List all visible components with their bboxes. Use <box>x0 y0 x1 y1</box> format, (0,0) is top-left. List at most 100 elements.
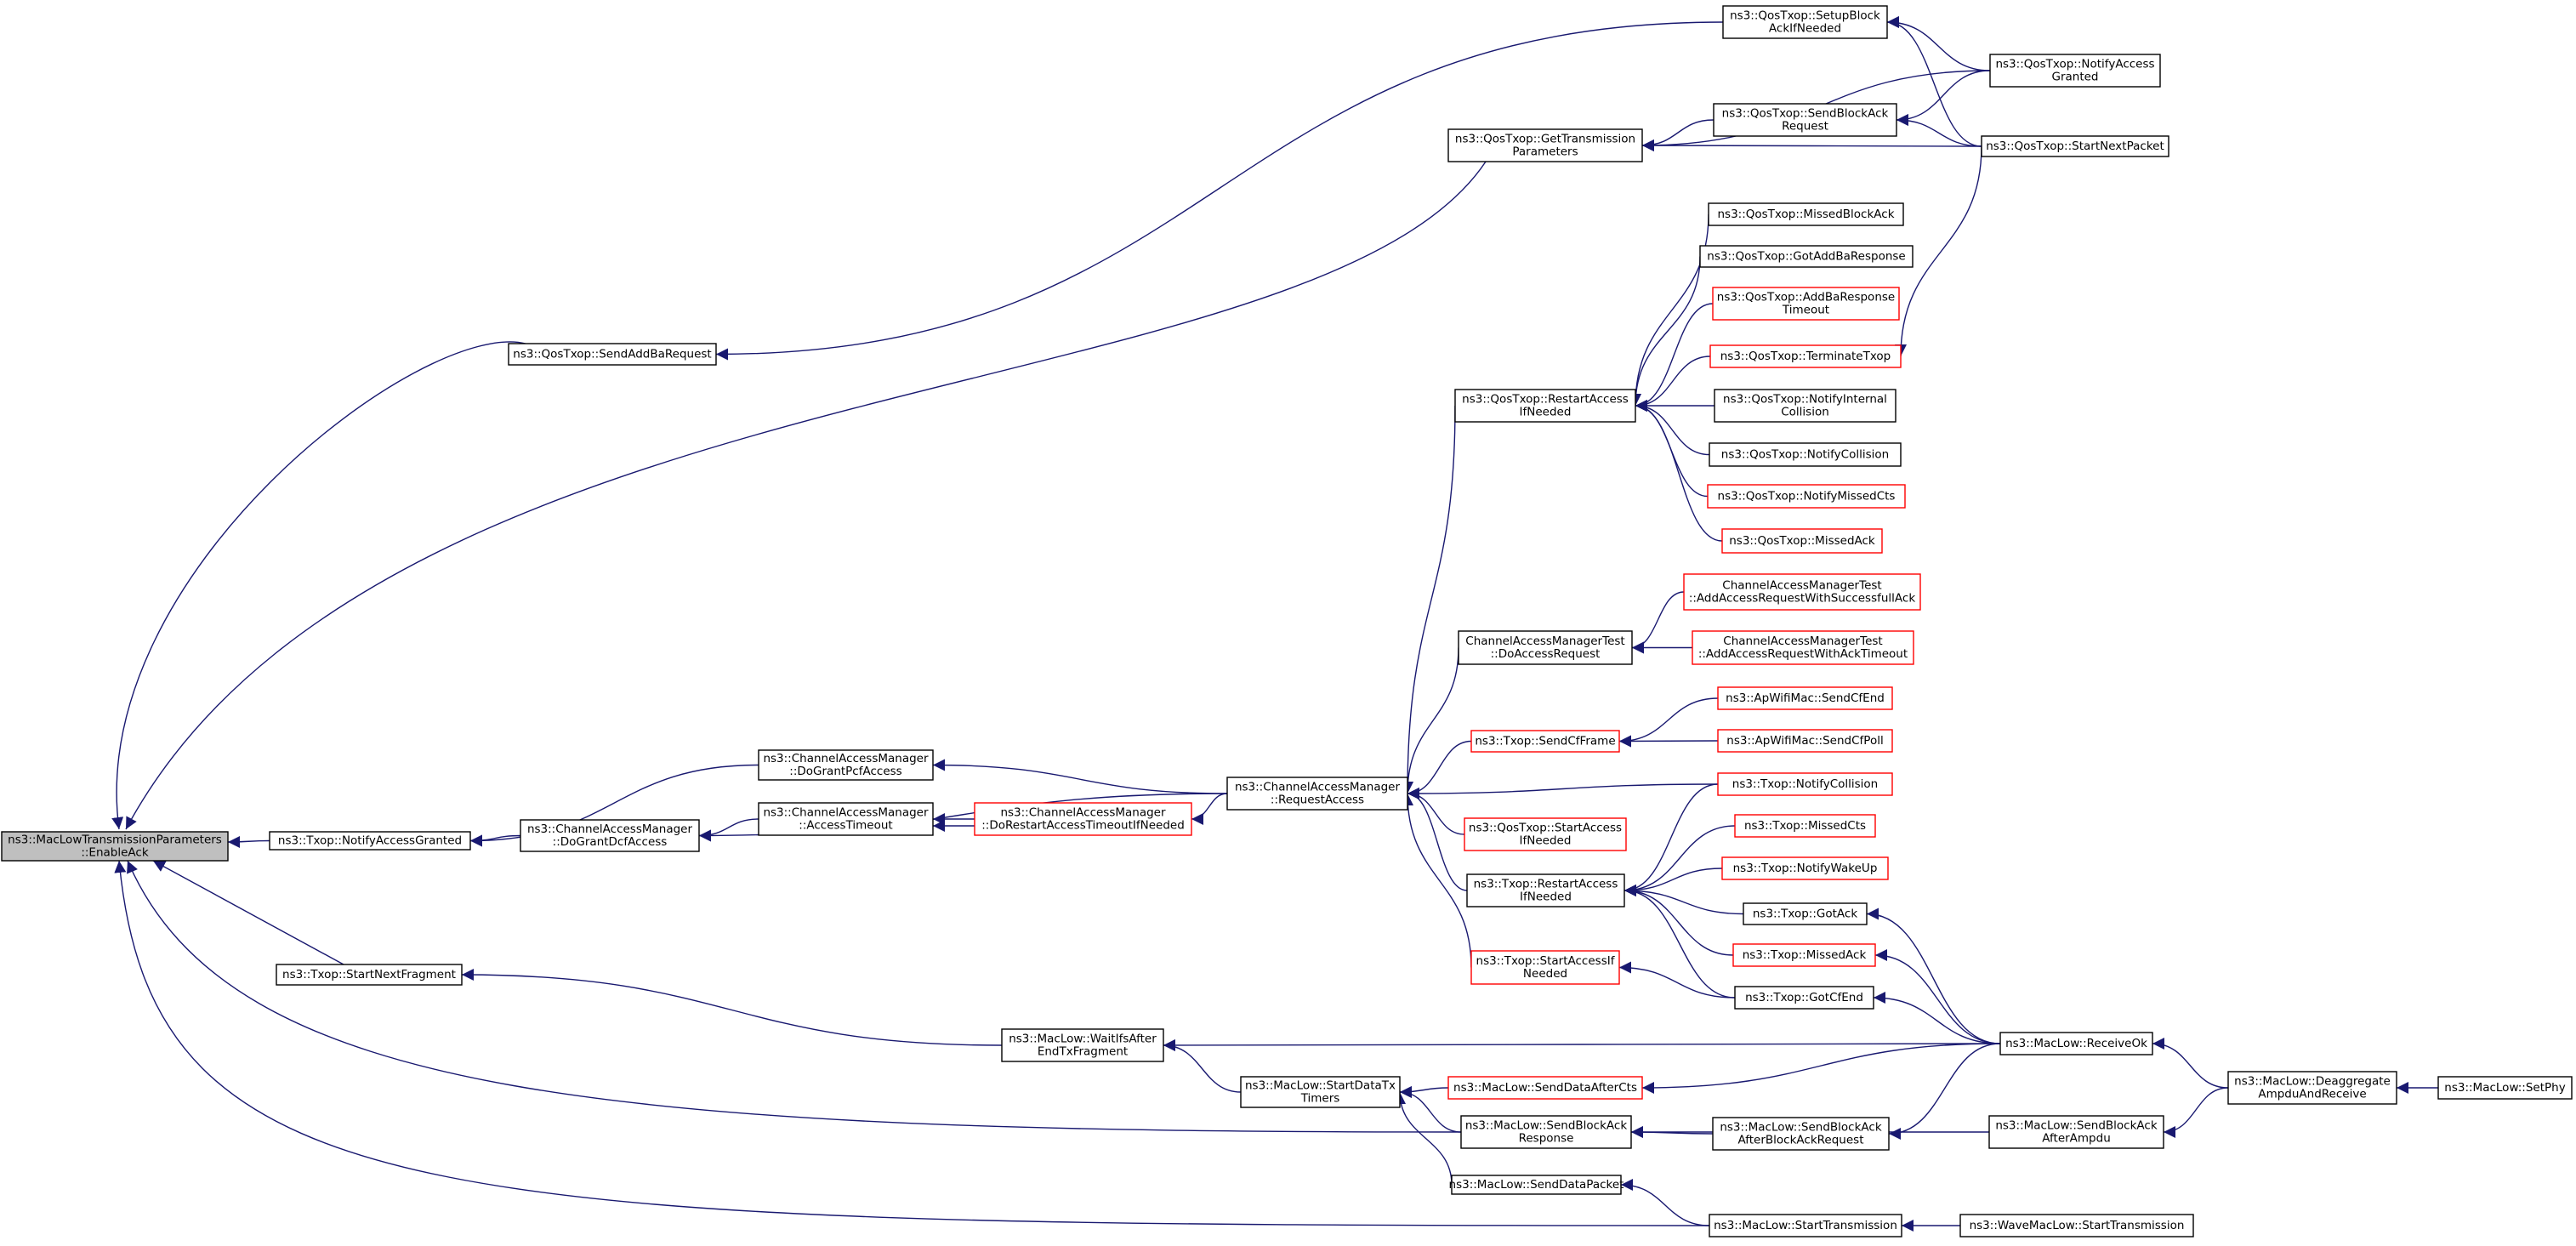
node-txop-missed-cts[interactable]: ns3::Txop::MissedCts <box>1734 814 1876 838</box>
edge-send-cf-frame-to-request-access <box>1407 740 1472 799</box>
node-access-timeout[interactable]: ns3::ChannelAccessManager::AccessTimeout <box>758 802 934 836</box>
node-notify-access-granted[interactable]: ns3::Txop::NotifyAccessGranted <box>269 831 471 851</box>
node-qos-notify-missed-cts[interactable]: ns3::QosTxop::NotifyMissedCts <box>1707 484 1906 509</box>
edge <box>1620 1179 1710 1226</box>
edge <box>1631 591 1685 654</box>
node-send-data-after-cts[interactable]: ns3::MacLow::SendDataAfterCts <box>1447 1076 1643 1100</box>
node-qos-missed-ack[interactable]: ns3::QosTxop::MissedAck <box>1721 528 1883 554</box>
node-send-block-ack-after-req[interactable]: ns3::MacLow::SendBlockAckAfterBlockAckRe… <box>1712 1117 1890 1151</box>
node-set-phy[interactable]: ns3::MacLow::SetPhy <box>2437 1076 2573 1100</box>
edge-receive-ok-to-txop-got-ack <box>1866 907 2001 1044</box>
edge <box>1624 885 1736 999</box>
node-start-transmission[interactable]: ns3::MacLow::StartTransmission <box>1709 1214 1902 1237</box>
edge <box>1895 145 1982 357</box>
node-send-data-packet[interactable]: ns3::MacLow::SendDataPacket <box>1449 1175 1624 1195</box>
node-label: ns3::Txop::StartAccessIf <box>1476 954 1616 968</box>
node-qos-notify-access[interactable]: ns3::QosTxop::NotifyAccessGranted <box>1989 54 2161 88</box>
node-do-restart[interactable]: ns3::ChannelAccessManager::DoRestartAcce… <box>974 802 1192 836</box>
node-wave-start-tx[interactable]: ns3::WaveMacLow::StartTransmission <box>1959 1214 2194 1237</box>
node-box <box>1240 1076 1401 1108</box>
node-send-add-ba-request[interactable]: ns3::QosTxop::SendAddBaRequest <box>508 343 717 366</box>
node-txop-got-ack[interactable]: ns3::Txop::GotAck <box>1743 902 1868 925</box>
node-ap-send-cf-poll[interactable]: ns3::ApWifiMac::SendCfPoll <box>1717 729 1893 753</box>
node-label: ::DoRestartAccessTimeoutIfNeeded <box>981 819 1185 833</box>
edge <box>1399 1086 1462 1133</box>
edge <box>1641 139 1982 152</box>
node-label: ns3::QosTxop::NotifyInternal <box>1723 393 1887 407</box>
edge-receive-ok-to-send-block-ack-after-req <box>1888 1043 2001 1140</box>
node-box <box>1709 1214 1902 1237</box>
node-txop-notify-collision[interactable]: ns3::Txop::NotifyCollision <box>1717 772 1893 796</box>
node-label: ns3::QosTxop::GetTransmission <box>1455 133 1635 146</box>
edge <box>469 834 521 847</box>
edge <box>1635 303 1714 412</box>
node-terminate-txop[interactable]: ns3::QosTxop::TerminateTxop <box>1709 344 1902 368</box>
edge-qos-notify-collision-to-qos-restart <box>1635 400 1710 456</box>
edge <box>1896 114 1982 147</box>
edge <box>1163 1039 1242 1093</box>
node-send-cf-frame[interactable]: ns3::Txop::SendCfFrame <box>1470 730 1620 753</box>
edge-receive-ok-to-send-data-after-cts <box>1641 1043 2001 1094</box>
node-label: ns3::QosTxop::SendAddBaRequest <box>513 348 711 361</box>
node-box <box>1999 1032 2153 1055</box>
node-label: ::EnableAck <box>81 846 149 860</box>
node-camt-do-access[interactable]: ChannelAccessManagerTest::DoAccessReques… <box>1458 630 1633 665</box>
node-txop-missed-ack[interactable]: ns3::Txop::MissedAck <box>1732 943 1876 967</box>
node-root[interactable]: ns3::MacLowTransmissionParameters::Enabl… <box>1 831 229 862</box>
edge <box>1624 868 1723 896</box>
node-label: Needed <box>1523 967 1567 981</box>
edge-got-add-ba-to-qos-restart <box>1629 256 1701 407</box>
node-camt-ack-timeout[interactable]: ChannelAccessManagerTest::AddAccessReque… <box>1692 630 1914 665</box>
node-label: ns3::QosTxop::MissedBlockAck <box>1717 208 1894 221</box>
node-qos-notify-collision[interactable]: ns3::QosTxop::NotifyCollision <box>1709 442 1902 467</box>
edge <box>111 341 526 830</box>
node-request-access[interactable]: ns3::ChannelAccessManager::RequestAccess <box>1226 777 1408 811</box>
node-box <box>1721 528 1883 554</box>
node-label: Timeout <box>1782 304 1829 317</box>
node-label: ns3::Txop::SendCfFrame <box>1475 735 1615 748</box>
node-txop-notify-wake-up[interactable]: ns3::Txop::NotifyWakeUp <box>1721 856 1889 880</box>
node-camt-success[interactable]: ChannelAccessManagerTest::AddAccessReque… <box>1683 573 1921 611</box>
edge <box>1896 70 1991 126</box>
node-receive-ok[interactable]: ns3::MacLow::ReceiveOk <box>1999 1032 2153 1055</box>
node-label: ::AccessTimeout <box>799 819 892 833</box>
node-start-next-packet[interactable]: ns3::QosTxop::StartNextPacket <box>1981 135 2169 157</box>
node-label: ns3::MacLow::Deaggregate <box>2234 1075 2391 1089</box>
node-box <box>1001 1028 1164 1062</box>
edge-qos-missed-ack-to-qos-restart <box>1635 400 1723 542</box>
node-label: ns3::ApWifiMac::SendCfEnd <box>1726 691 1885 705</box>
node-label: ns3::Txop::GotAck <box>1753 907 1857 921</box>
node-label: ns3::Txop::MissedCts <box>1744 819 1866 833</box>
node-label: ChannelAccessManagerTest <box>1465 634 1624 648</box>
edge-ap-send-cf-poll-to-send-cf-frame <box>1618 735 1719 748</box>
node-ap-send-cf-end[interactable]: ns3::ApWifiMac::SendCfEnd <box>1717 686 1893 710</box>
node-label: ns3::WaveMacLow::StartTransmission <box>1970 1219 2185 1232</box>
node-label: ns3::QosTxop::GotAddBaResponse <box>1707 250 1905 264</box>
node-do-grant-pcf[interactable]: ns3::ChannelAccessManager::DoGrantPcfAcc… <box>758 749 934 781</box>
node-label: ns3::QosTxop::RestartAccess <box>1462 393 1629 407</box>
node-got-add-ba[interactable]: ns3::QosTxop::GotAddBaResponse <box>1699 245 1914 268</box>
edge <box>1618 961 1736 999</box>
node-box <box>1722 5 1888 39</box>
node-do-grant-dcf[interactable]: ns3::ChannelAccessManager::DoGrantDcfAcc… <box>520 819 700 852</box>
edge-ap-send-cf-end-to-send-cf-frame <box>1618 697 1719 748</box>
edge <box>1641 1043 2001 1094</box>
node-txop-got-cf-end[interactable]: ns3::Txop::GotCfEnd <box>1734 986 1874 1010</box>
node-start-next-fragment[interactable]: ns3::Txop::StartNextFragment <box>276 964 463 986</box>
node-missed-block-ack[interactable]: ns3::QosTxop::MissedBlockAck <box>1708 202 1904 226</box>
edge <box>698 818 759 842</box>
